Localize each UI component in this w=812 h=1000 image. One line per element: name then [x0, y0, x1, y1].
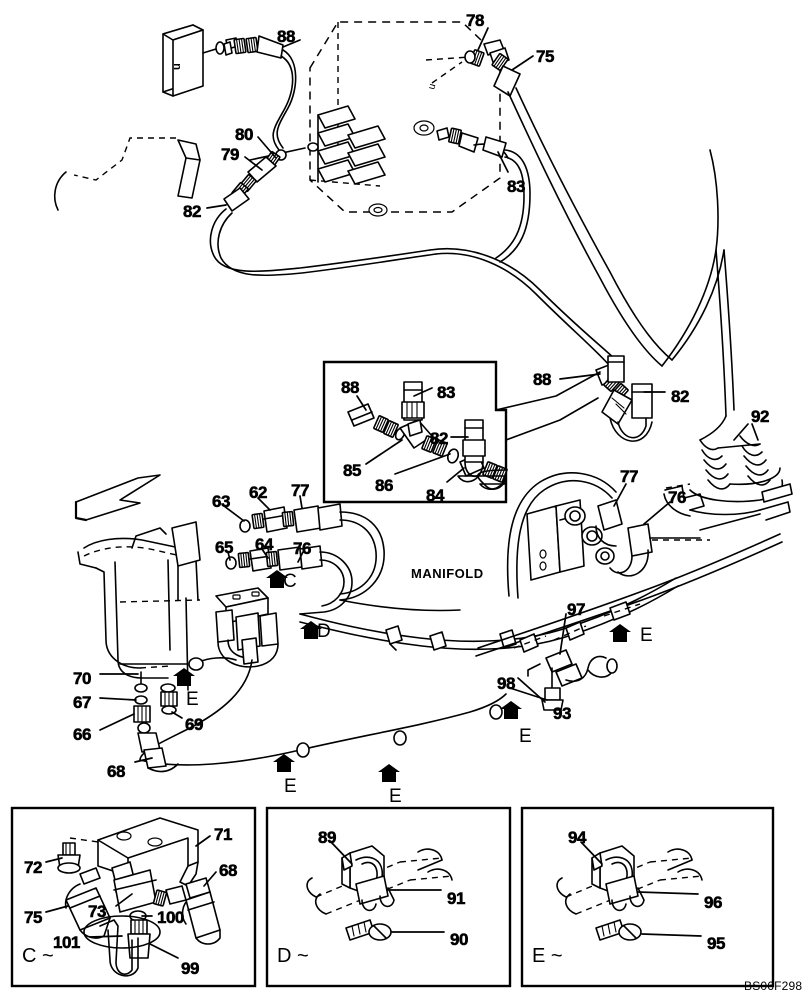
- svg-text:u: u: [426, 83, 438, 91]
- callout-68-inset: 68: [219, 861, 238, 880]
- callout-73: 73: [88, 902, 107, 921]
- cooler-fin-stack: [317, 105, 386, 185]
- callout-88-detail: 88: [341, 378, 360, 397]
- clamp-assembly-97-98: [527, 649, 618, 711]
- callout-62: 62: [249, 483, 268, 502]
- inset-box-c: [10, 806, 257, 988]
- callout-82-detail: 82: [430, 429, 449, 448]
- callout-95: 95: [707, 934, 726, 953]
- callout-85: 85: [343, 461, 362, 480]
- hose-bundle-center-right: [299, 577, 679, 651]
- view-direction-arrow: [74, 474, 161, 522]
- fitting-row-62-63-77: [239, 503, 385, 601]
- callout-65: 65: [215, 538, 234, 557]
- callout-69: 69: [185, 715, 204, 734]
- chassis-long-rail: [475, 533, 783, 657]
- manifold-label: MANIFOLD: [411, 566, 484, 581]
- body-port-bottom: [368, 203, 388, 217]
- manifold-valve-assembly: [506, 472, 710, 599]
- callout-90: 90: [450, 930, 469, 949]
- fitting-83: [413, 120, 531, 263]
- inset-label-e: E ~: [532, 945, 563, 967]
- callout-82-top: 82: [183, 202, 202, 221]
- callout-94: 94: [568, 828, 587, 847]
- callout-72: 72: [24, 858, 43, 877]
- bottom-hose-runs: [139, 687, 548, 766]
- inset-label-c: C ~: [22, 945, 54, 967]
- section-marker-e4: E: [519, 726, 532, 747]
- fitting-78-75: [425, 39, 673, 367]
- wiring-harness-92: [689, 415, 784, 503]
- callout-97: 97: [567, 600, 586, 619]
- callout-75-top: 75: [536, 47, 555, 66]
- callout-91: 91: [447, 889, 466, 908]
- inset-box-e: [520, 806, 775, 988]
- callout-75-inset: 75: [24, 908, 43, 927]
- callout-86: 86: [375, 476, 394, 495]
- callout-92: 92: [751, 407, 770, 426]
- callout-78: 78: [466, 11, 485, 30]
- callout-93: 93: [553, 704, 572, 723]
- callout-66: 66: [73, 725, 92, 744]
- callout-76-left: 76: [293, 539, 312, 558]
- callout-76-right: 76: [668, 488, 687, 507]
- callout-63: 63: [212, 492, 231, 511]
- sheet-code: BS06F298: [744, 979, 803, 993]
- callout-68-main: 68: [107, 762, 126, 781]
- detail-box-frame: [322, 360, 601, 504]
- top-left-valve-block: u: [162, 24, 204, 97]
- callout-100: 100: [157, 908, 185, 927]
- callout-83-detail: 83: [437, 383, 456, 402]
- callout-98: 98: [497, 674, 516, 693]
- inset-box-d: [265, 806, 512, 988]
- callout-80: 80: [235, 125, 254, 144]
- direction-arrows: [173, 570, 631, 782]
- section-marker-d: D: [317, 621, 331, 642]
- detail-assembly: [347, 381, 509, 490]
- callout-77-right: 77: [620, 467, 639, 486]
- callout-96: 96: [704, 893, 723, 912]
- section-marker-e2: E: [284, 776, 297, 797]
- callout-101: 101: [53, 933, 81, 952]
- callout-84: 84: [426, 486, 445, 505]
- callout-67: 67: [73, 693, 92, 712]
- callout-88-block: 88: [533, 370, 552, 389]
- callout-83-top: 83: [507, 177, 526, 196]
- main-hose-right: [429, 149, 735, 417]
- fitting-stack-66-70: [133, 671, 179, 773]
- callout-77-left: 77: [291, 481, 310, 500]
- callout-88-top: 88: [277, 27, 296, 46]
- tank-structure: [77, 521, 201, 691]
- section-marker-e5: E: [640, 625, 653, 646]
- section-marker-e1: E: [186, 689, 199, 710]
- section-marker-e3: E: [389, 786, 402, 807]
- callout-89: 89: [318, 828, 337, 847]
- chassis-rail-right: [663, 483, 793, 531]
- fitting-88-82-block: [595, 355, 653, 442]
- inset-label-d: D ~: [277, 945, 309, 967]
- callout-64: 64: [255, 535, 274, 554]
- callout-79: 79: [221, 145, 240, 164]
- callout-71: 71: [214, 825, 233, 844]
- callout-82-block: 82: [671, 387, 690, 406]
- callout-70: 70: [73, 669, 92, 688]
- callout-99: 99: [181, 959, 200, 978]
- svg-text:u: u: [171, 63, 183, 70]
- section-marker-c: C: [283, 571, 297, 592]
- top-left-fitting-chain: [202, 35, 297, 151]
